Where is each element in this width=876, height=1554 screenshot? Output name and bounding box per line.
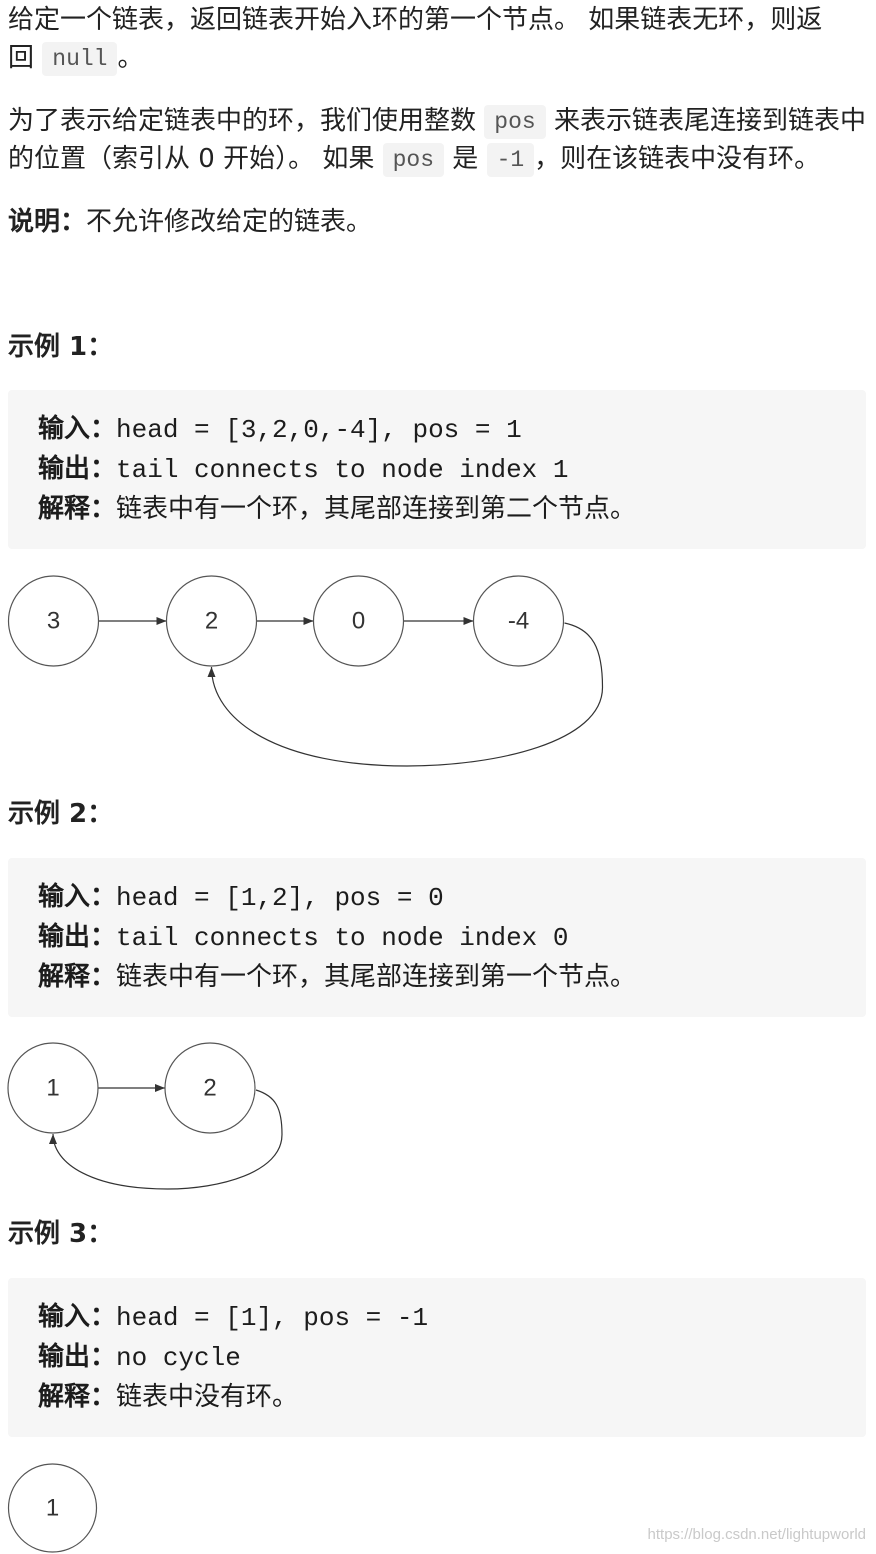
example-explanation-line: 解释：链表中有一个环，其尾部连接到第一个节点。 — [38, 957, 866, 997]
output-label: 输出： — [38, 922, 117, 952]
node-circle — [472, 575, 565, 667]
note: 说明：不允许修改给定的链表。 — [8, 203, 372, 241]
pos-description-text: 为了表示给定链表中的环，我们使用整数 — [8, 106, 485, 136]
inline-code-null: null — [42, 41, 118, 76]
node-circle — [312, 575, 405, 667]
example-input-line: 输入：head = [1,2], pos = 0 — [38, 877, 866, 917]
explanation-value: 链表中没有环。 — [116, 1383, 299, 1413]
output-value: no cycle — [116, 1343, 241, 1373]
list-node: 3 — [7, 575, 100, 667]
list-node: 1 — [7, 1042, 99, 1134]
example-explanation-line: 解释：链表中没有环。 — [38, 1377, 866, 1417]
node-circle — [7, 1463, 98, 1553]
list-node: 2 — [164, 1042, 256, 1134]
node-value: 2 — [205, 608, 218, 635]
statement-line-1: 给定一个链表，返回链表开始入环的第一个节点。 如果链表无环，则返 — [8, 5, 823, 35]
output-label: 输出： — [38, 1342, 117, 1372]
output-value: tail connects to node index 1 — [116, 455, 569, 485]
explanation-value: 链表中有一个环，其尾部连接到第一个节点。 — [116, 963, 637, 993]
example-2-code-block: 输入：head = [1,2], pos = 0 输出：tail connect… — [8, 858, 866, 1017]
example-3-heading: 示例 3： — [8, 1219, 114, 1249]
example-output-line: 输出：tail connects to node index 1 — [38, 449, 866, 489]
cycle-pointer-arrow — [49, 1089, 283, 1190]
node-circle — [7, 1042, 99, 1134]
linked-list-diagram-3: 1 — [7, 1463, 98, 1553]
input-value: head = [1,2], pos = 0 — [116, 883, 444, 913]
node-value: -4 — [508, 608, 529, 635]
input-value: head = [3,2,0,-4], pos = 1 — [116, 415, 522, 445]
list-node: -4 — [472, 575, 565, 667]
example-output-line: 输出：no cycle — [38, 1337, 866, 1377]
output-value: tail connects to node index 0 — [116, 923, 569, 953]
output-label: 输出： — [38, 454, 117, 484]
pos-description: 为了表示给定链表中的环，我们使用整数 pos 来表示链表尾连接到链表中 的位置（… — [8, 102, 866, 178]
linked-list-diagram-1: 3 2 0 -4 — [7, 575, 604, 767]
example-output-line: 输出：tail connects to node index 0 — [38, 917, 866, 957]
pos-description-line-2: 的位置（索引从 0 开始）。 如果 pos 是 -1，则在该链表中没有环。 — [8, 140, 866, 178]
node-value: 0 — [352, 608, 365, 635]
list-node: 2 — [165, 575, 258, 667]
example-1-code-block: 输入：head = [3,2,0,-4], pos = 1 输出：tail co… — [8, 390, 866, 549]
node-value: 1 — [46, 1075, 59, 1102]
input-label: 输入： — [38, 1302, 117, 1332]
example-1-heading: 示例 1： — [8, 332, 114, 362]
statement-text: 。 — [117, 43, 144, 73]
statement-text: 回 — [8, 43, 43, 73]
statement-line-2: 回 null。 — [8, 39, 822, 77]
node-circle — [165, 575, 258, 667]
pos-description-line-1: 为了表示给定链表中的环，我们使用整数 pos 来表示链表尾连接到链表中 — [8, 102, 866, 140]
node-circle — [164, 1042, 256, 1134]
list-node: 0 — [312, 575, 405, 667]
node-value: 2 — [203, 1075, 216, 1102]
explanation-label: 解释： — [38, 962, 117, 992]
inline-code-pos: pos — [484, 104, 546, 139]
input-value: head = [1], pos = -1 — [116, 1303, 429, 1333]
note-text: 不允许修改给定的链表。 — [86, 207, 373, 237]
inline-code-pos: pos — [382, 142, 445, 177]
explanation-label: 解释： — [38, 494, 117, 524]
input-label: 输入： — [38, 414, 117, 444]
example-3-code-block: 输入：head = [1], pos = -1 输出：no cycle 解释：链… — [8, 1278, 866, 1437]
node-circle — [7, 575, 100, 667]
node-value: 1 — [46, 1495, 59, 1522]
cycle-pointer-arrow — [207, 622, 604, 767]
list-node: 1 — [7, 1463, 98, 1553]
example-input-line: 输入：head = [1], pos = -1 — [38, 1297, 866, 1337]
pos-description-text: ，则在该链表中没有环。 — [534, 144, 821, 174]
pos-description-text: 来表示链表尾连接到链表中 — [545, 106, 866, 136]
pos-description-text: 的位置（索引从 0 开始）。 如果 — [8, 144, 383, 174]
example-input-line: 输入：head = [3,2,0,-4], pos = 1 — [38, 409, 866, 449]
node-value: 3 — [47, 608, 60, 635]
note-label: 说明： — [8, 207, 87, 237]
example-explanation-line: 解释：链表中有一个环，其尾部连接到第二个节点。 — [38, 489, 866, 529]
watermark: https://blog.csdn.net/lightupworld — [647, 1526, 866, 1543]
pos-description-text: 是 — [444, 144, 487, 174]
problem-statement: 给定一个链表，返回链表开始入环的第一个节点。 如果链表无环，则返 回 null。 — [8, 1, 822, 77]
example-2-heading: 示例 2： — [8, 799, 114, 829]
explanation-label: 解释： — [38, 1382, 117, 1412]
explanation-value: 链表中有一个环，其尾部连接到第二个节点。 — [116, 495, 637, 525]
inline-code-minus-one: -1 — [486, 142, 535, 177]
input-label: 输入： — [38, 882, 117, 912]
